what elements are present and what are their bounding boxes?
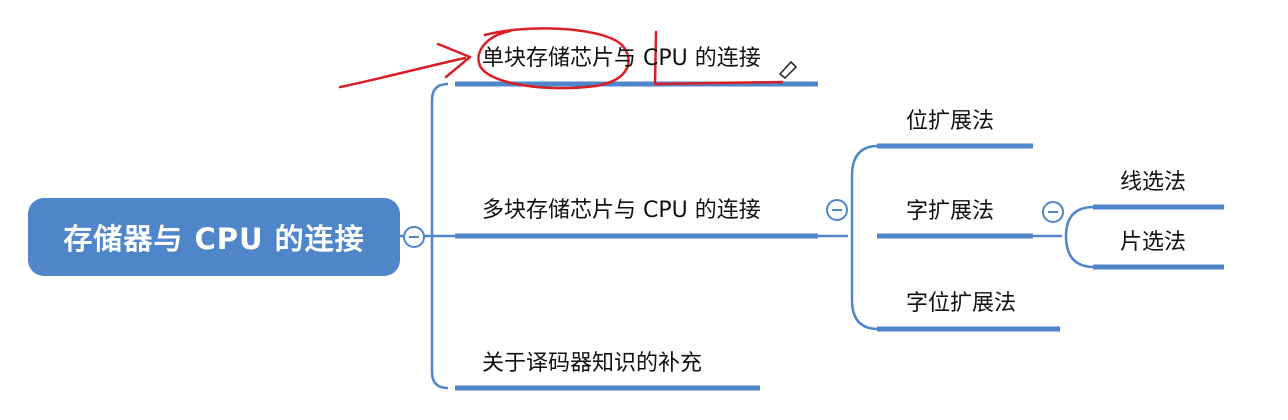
connector-trunk-2: [850, 144, 879, 331]
branch-multi-chip[interactable]: 多块存储芯片与 CPU 的连接: [482, 198, 761, 223]
sub-word-extension[interactable]: 字扩展法: [906, 199, 995, 224]
annotation-arrow-head: [436, 42, 472, 79]
pencil-cursor-icon: [778, 60, 798, 80]
connector-trunk-3: [1064, 205, 1095, 269]
sub-word-bit-extension[interactable]: 字位扩展法: [906, 291, 1017, 316]
leaf-line-select[interactable]: 线选法: [1120, 170, 1187, 195]
annotation-bracket: [653, 30, 784, 86]
root-topic[interactable]: 存储器与 CPU 的连接: [28, 198, 400, 276]
root-topic-label: 存储器与 CPU 的连接: [63, 222, 365, 256]
branch-decoder[interactable]: 关于译码器知识的补充: [482, 351, 703, 376]
collapse-branch-2-button[interactable]: [826, 199, 848, 221]
collapse-sub-2-button[interactable]: [1042, 201, 1064, 223]
branch-single-chip[interactable]: 单块存储芯片与 CPU 的连接: [482, 46, 761, 71]
sub-bit-extension[interactable]: 位扩展法: [906, 109, 995, 134]
annotation-circle: [477, 27, 630, 90]
leaf-chip-select[interactable]: 片选法: [1120, 230, 1187, 255]
collapse-root-button[interactable]: [403, 226, 425, 248]
annotation-arrow-shaft: [338, 56, 467, 89]
red-annotation: [338, 27, 798, 90]
